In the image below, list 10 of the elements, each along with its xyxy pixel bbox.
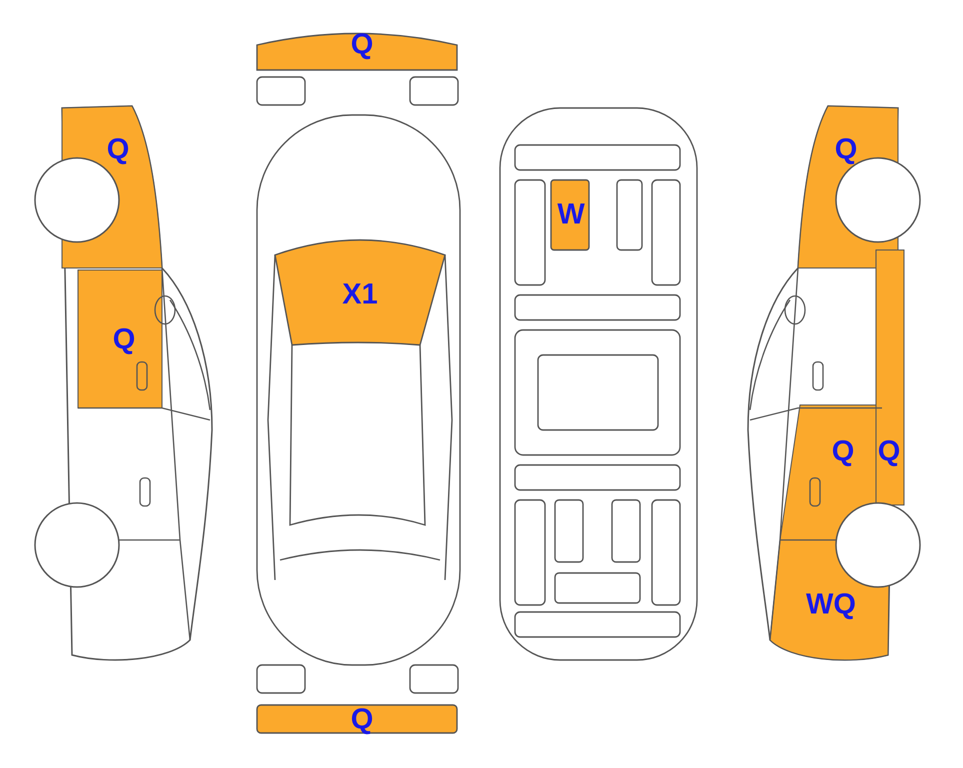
damage-code: Q [106, 136, 130, 164]
damage-code: Q [350, 30, 374, 60]
damage-code: Q [112, 326, 136, 354]
damage-code: W [557, 200, 585, 230]
damage-code: Q [878, 438, 900, 466]
damage-code: X1 [342, 280, 378, 310]
damage-code: Q [834, 136, 858, 164]
damage-code: Q [350, 706, 374, 734]
damage-code: WQ [806, 590, 856, 620]
damage-code: Q [832, 438, 854, 466]
